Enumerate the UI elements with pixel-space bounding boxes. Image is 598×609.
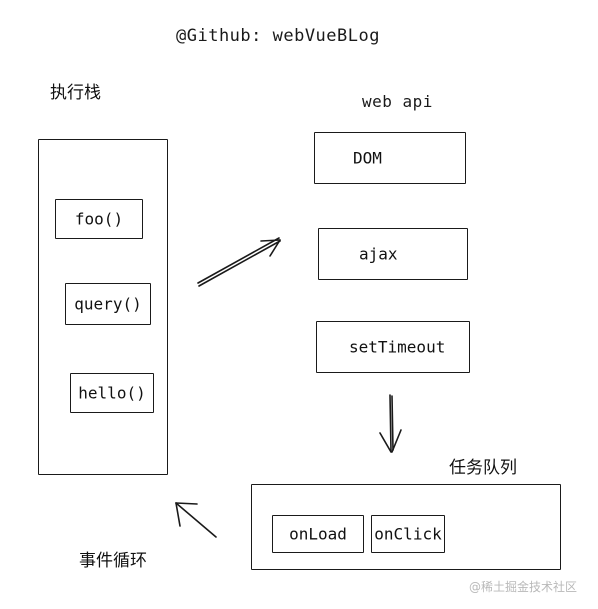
task-item-label: onClick: [374, 524, 442, 544]
task-item-label: onLoad: [289, 524, 347, 544]
stack-frame-query: query(): [65, 283, 151, 325]
web-api-item-label: ajax: [359, 244, 398, 264]
web-api-settimeout: setTimeout: [316, 321, 470, 373]
stack-frame-foo: foo(): [55, 199, 143, 239]
web-api-item-label: setTimeout: [349, 337, 446, 357]
task-queue-title: 任务队列: [449, 458, 517, 478]
task-onload: onLoad: [272, 515, 364, 553]
arrow-up-right-icon: [197, 237, 281, 287]
stack-frame-label: foo(): [74, 209, 124, 229]
github-credit: @Github: webVueBLog: [176, 26, 380, 46]
arrow-down-icon: [379, 394, 402, 453]
web-api-item-label: DOM: [353, 148, 382, 168]
call-stack-container: foo() query() hello(): [38, 139, 168, 475]
stack-frame-label: hello(): [78, 383, 146, 403]
web-api-dom: DOM: [314, 132, 466, 184]
arrow-up-left-icon: [175, 502, 217, 538]
call-stack-title: 执行栈: [50, 83, 101, 103]
web-api-ajax: ajax: [318, 228, 468, 280]
task-queue-container: onLoad onClick: [251, 484, 561, 570]
web-api-title: web api: [362, 92, 433, 111]
event-loop-label: 事件循环: [79, 551, 147, 571]
watermark: @稀土掘金技术社区: [469, 580, 578, 594]
task-onclick: onClick: [371, 515, 445, 553]
stack-frame-label: query(): [74, 294, 142, 314]
stack-frame-hello: hello(): [70, 373, 154, 413]
